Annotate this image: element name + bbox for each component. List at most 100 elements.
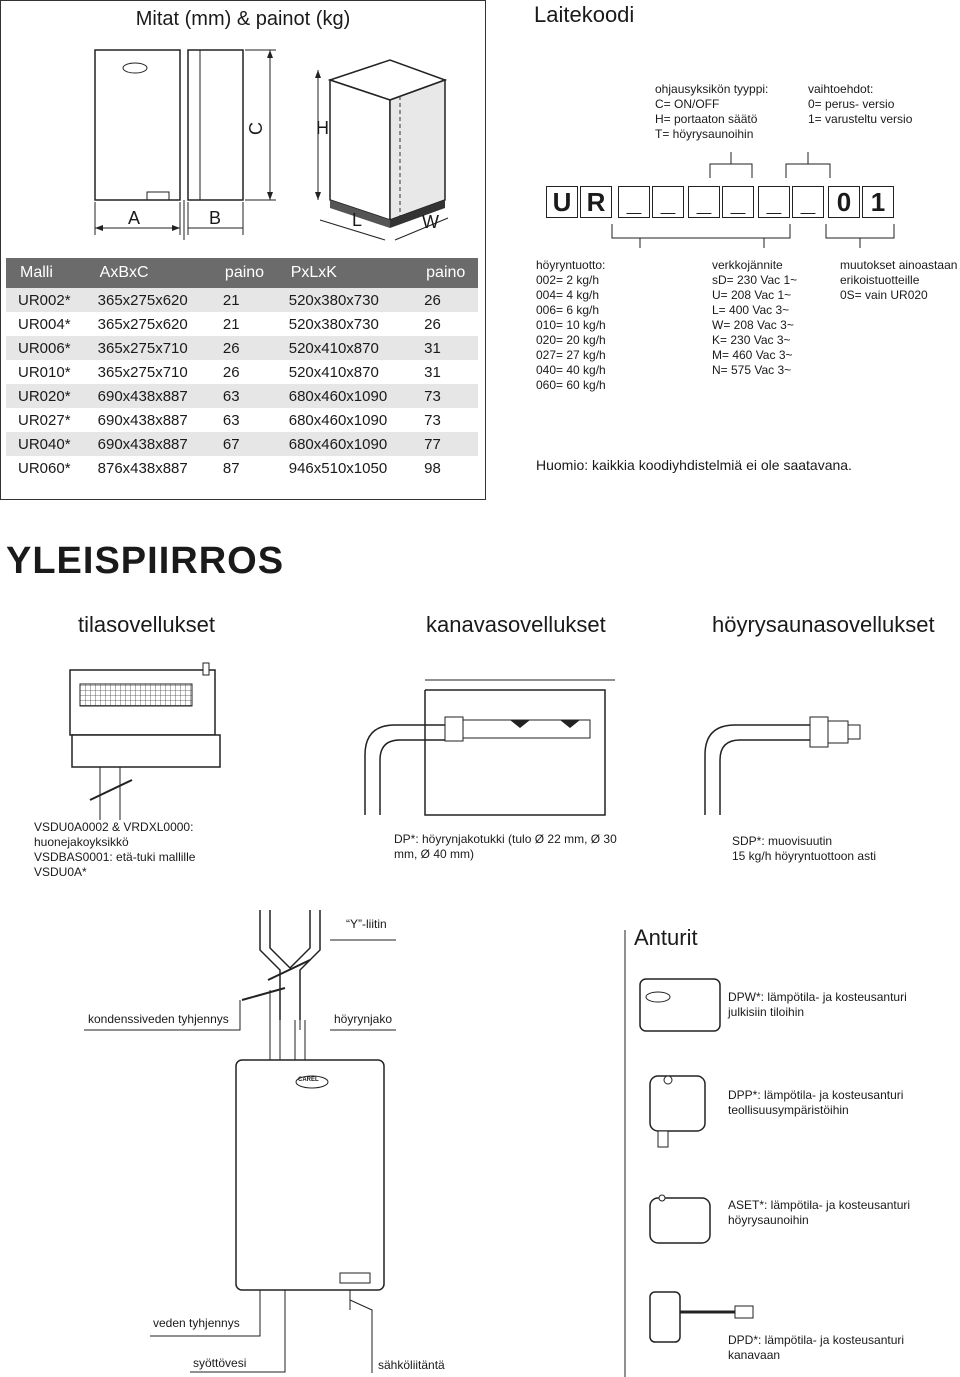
table-cell: UR020* (6, 384, 86, 408)
table-cell: UR040* (6, 432, 86, 456)
dim-label-l: L (352, 210, 363, 230)
section-duct: kanavasovellukset (426, 612, 606, 637)
humidifier-dimension-drawing (94, 49, 449, 241)
section-room: tilasovellukset (78, 612, 215, 637)
sensor-dpw-label: DPW*: lämpötila- ja kosteusanturi julkis… (728, 990, 907, 1019)
code-char-box: U (546, 186, 578, 218)
code-char-box: _ (722, 186, 754, 218)
supply-water-label: syöttövesi (193, 1356, 247, 1370)
table-cell: UR004* (18, 315, 71, 333)
table-header: paino (210, 258, 277, 288)
table-cell: 31 (424, 363, 441, 381)
table-cell: 680x460x1090 (276, 432, 413, 456)
table-cell: UR027* (18, 411, 71, 429)
code-char-box: R (580, 186, 612, 218)
sensor-dpd-icon (649, 1291, 754, 1343)
code-bracket-lines (611, 152, 895, 248)
sensor-aset-icon (649, 1194, 711, 1244)
sensor-dpw-icon (639, 978, 721, 1032)
table-cell: 63 (210, 384, 277, 408)
table-cell: 690x438x887 (85, 432, 211, 456)
table-cell: 26 (412, 288, 478, 312)
y-connector-label: “Y”-liitin (346, 917, 387, 931)
humidifier-overview-drawing (235, 910, 385, 1310)
sensor-dpd-label: DPD*: lämpötila- ja kosteusanturi kanava… (728, 1333, 905, 1362)
carel-logo-main: CAREL (298, 1077, 319, 1083)
table-cell: 365x275x620 (85, 288, 211, 312)
code-char-box: _ (652, 186, 684, 218)
table-cell: 63 (222, 411, 240, 429)
table-cell: 520x380x730 (288, 315, 379, 333)
table-cell: 680x460x1090 (276, 384, 413, 408)
table-cell: 690x438x887 (85, 384, 211, 408)
table-cell: 31 (412, 336, 478, 360)
dim-label-c: C (246, 122, 266, 135)
dimensions-table: Malli AxBxC paino PxLxK paino UR002*365x… (6, 258, 478, 480)
dim-label-w: W (422, 212, 439, 232)
table-cell: UR060* (18, 459, 71, 477)
table-cell: 21 (210, 288, 277, 312)
dimensions-title: Mitat (mm) & painot (kg) (135, 8, 351, 30)
table-cell: 26 (424, 315, 441, 333)
table-cell: 77 (412, 432, 478, 456)
table-cell: 73 (412, 384, 478, 408)
duct-caption: DP*: höyrynjakotukki (tulo Ø 22 mm, Ø 30… (394, 832, 617, 861)
table-row: UR010* 365x275x710 26 520x410x870 31 (6, 360, 478, 384)
table-cell: UR010* (18, 363, 71, 381)
table-header: Malli (6, 258, 86, 288)
table-cell: 26 (210, 336, 277, 360)
table-cell: 520x380x730 (276, 288, 413, 312)
table-cell: 67 (210, 432, 277, 456)
table-cell: 365x275x710 (97, 363, 188, 381)
dim-label-h: H (316, 118, 329, 138)
overview-title: YLEISPIIRROS (6, 540, 285, 582)
sensors-title: Anturit (634, 925, 698, 950)
dim-label-b: B (209, 208, 222, 228)
table-cell: 365x275x710 (85, 336, 211, 360)
code-char-box: _ (792, 186, 824, 218)
voltage-legend: verkkojännite sD= 230 Vac 1~ U= 208 Vac … (712, 258, 798, 377)
room-unit-drawing (69, 662, 221, 820)
electrical-connection-label: sähköliitäntä (378, 1358, 445, 1372)
options-legend: vaihtoehdot: 0= perus- versio 1= varuste… (808, 82, 913, 126)
table-header: paino (412, 258, 478, 288)
code-char-box: _ (618, 186, 650, 218)
code-char-box: _ (758, 186, 790, 218)
steam-output-legend: höyryntuotto: 002= 2 kg/h 004= 4 kg/h 00… (536, 258, 606, 392)
table-header: PxLxK (276, 258, 413, 288)
table-row: UR027* 690x438x887 63 680x460x1090 73 (6, 408, 478, 432)
table-cell: 680x460x1090 (288, 411, 388, 429)
condensate-drain-label: kondenssiveden tyhjennys (88, 1012, 229, 1026)
control-type-legend: ohjausyksikön tyyppi: C= ON/OFF H= porta… (655, 82, 769, 141)
table-cell: 73 (424, 411, 441, 429)
table-cell: 26 (222, 363, 240, 381)
table-cell: 876x438x887 (97, 459, 188, 477)
table-header-row: Malli AxBxC paino PxLxK paino (6, 258, 478, 288)
special-legend: muutokset ainoastaan erikoistuotteille 0… (840, 258, 958, 302)
duct-distributor-drawing (364, 679, 615, 816)
table-cell: 365x275x620 (97, 315, 188, 333)
table-header: AxBxC (85, 258, 211, 288)
sensor-dpp-label: DPP*: lämpötila- ja kosteusanturi teolli… (728, 1088, 904, 1117)
device-code-title: Laitekoodi (534, 2, 635, 27)
table-cell: UR006* (6, 336, 86, 360)
dimensions-frame (0, 0, 486, 500)
table-cell: 98 (424, 459, 441, 477)
dim-label-a: A (128, 208, 141, 228)
sensor-aset-label: ASET*: lämpötila- ja kosteusanturi höyry… (728, 1198, 911, 1227)
steam-distribution-label: höyrynjako (334, 1012, 393, 1026)
table-cell: 690x438x887 (97, 411, 188, 429)
table-cell: 520x410x870 (276, 336, 413, 360)
table-cell: UR002* (6, 288, 86, 312)
section-sauna: höyrysaunasovellukset (712, 612, 935, 637)
table-cell: 520x410x870 (288, 363, 379, 381)
code-char-box: 1 (862, 186, 894, 218)
table-cell: 87 (222, 459, 240, 477)
room-unit-caption: VSDU0A0002 & VRDXL0000: huonejakoyksikkö… (34, 820, 196, 879)
water-drain-label: veden tyhjennys (153, 1316, 240, 1330)
